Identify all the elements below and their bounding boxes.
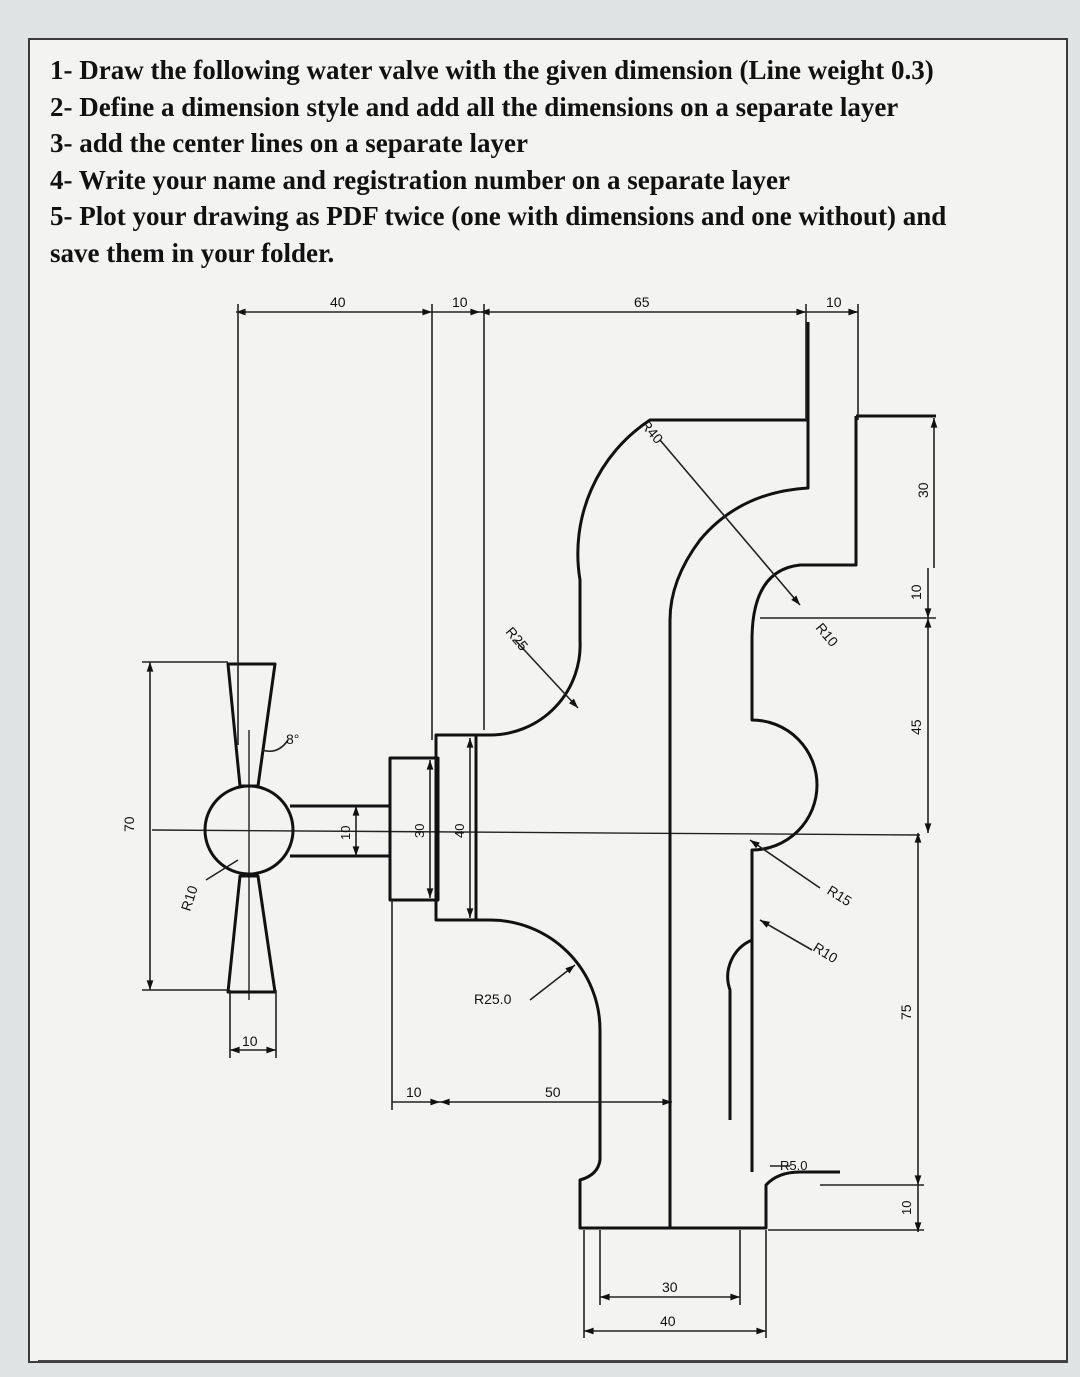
instruction-line: 4- Write your name and registration numb… <box>50 164 790 195</box>
dim-r10-handle: R10 <box>178 883 201 913</box>
dim-r5: R5.0 <box>780 1158 807 1173</box>
instruction-line: 1- Draw the following water valve with t… <box>50 55 934 85</box>
dim-flange-10: 10 <box>406 1084 422 1100</box>
dim-50: 50 <box>545 1084 561 1100</box>
valve-body-outline <box>203 322 936 1230</box>
dim-base-40: 40 <box>660 1313 676 1329</box>
dim-r25-lower: R25.0 <box>474 991 512 1007</box>
worksheet-frame <box>28 38 1068 1363</box>
instruction-line: 5- Plot your drawing as PDF twice (one w… <box>50 201 947 231</box>
instruction-line: 3- add the center lines on a separate la… <box>50 128 528 158</box>
dim-top-40: 40 <box>330 294 346 310</box>
bottom-rule <box>38 1360 1068 1362</box>
dim-right-30: 30 <box>915 482 931 498</box>
dim-right-10-lower: 10 <box>899 1201 914 1215</box>
dimension-lines <box>142 304 938 1338</box>
dim-handle-10: 10 <box>242 1033 258 1049</box>
dim-base-30: 30 <box>662 1279 678 1295</box>
dim-r25-upper: R25 <box>503 624 532 654</box>
instruction-line: 2- Define a dimension style and add all … <box>50 91 899 122</box>
dim-stem-10: 10 <box>338 826 353 840</box>
dim-right-45: 45 <box>908 719 924 735</box>
dim-r15: R15 <box>824 882 854 909</box>
dim-top-10-right: 10 <box>826 294 842 310</box>
dim-r10-lower: R10 <box>810 939 840 966</box>
dim-right-10-upper: 10 <box>908 584 924 600</box>
dim-r10-upper: R10 <box>813 620 842 650</box>
dim-flange-30: 30 <box>412 824 427 838</box>
dim-top-10-left: 10 <box>452 294 468 310</box>
dim-body-40: 40 <box>452 824 467 838</box>
dim-left-70: 70 <box>121 816 137 832</box>
dim-top-65: 65 <box>634 294 650 310</box>
instruction-line: save them in your folder. <box>50 237 335 268</box>
instructions-block: 1- Draw the following water valve with t… <box>50 52 1050 271</box>
dim-right-75: 75 <box>898 1004 914 1020</box>
dim-angle-8: 8° <box>286 731 299 747</box>
